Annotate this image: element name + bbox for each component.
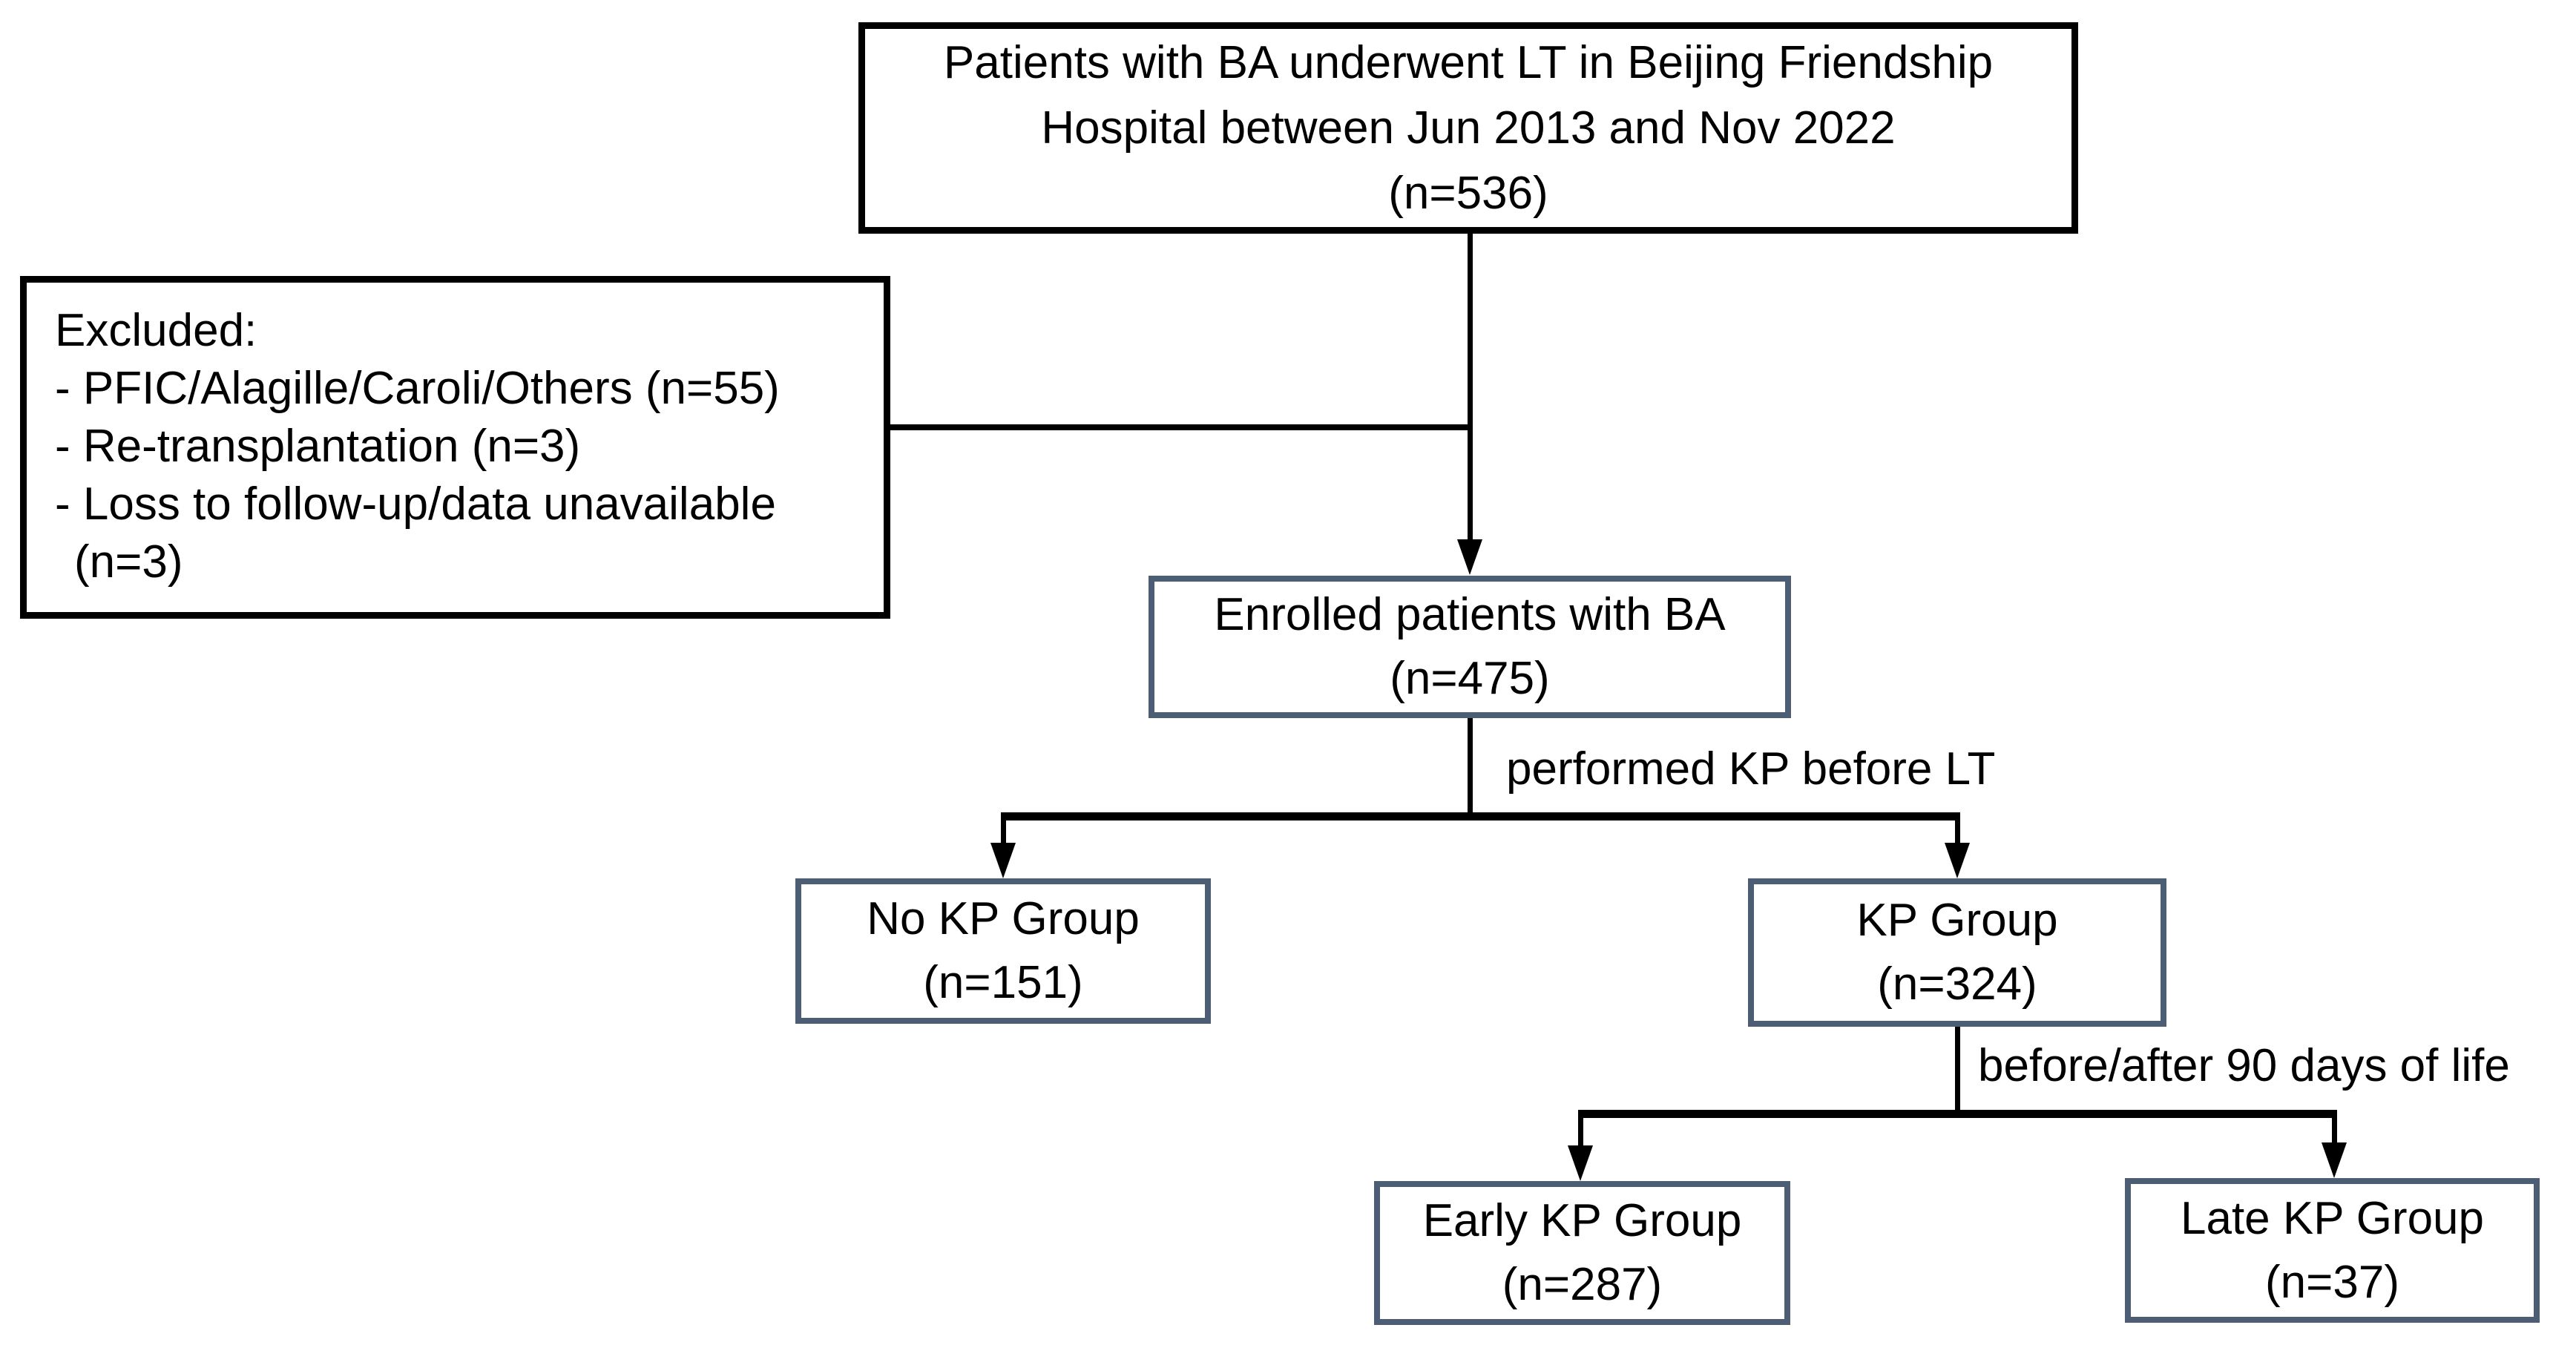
arrowhead-to-no-kp-icon [990, 843, 1016, 878]
node-count: (n=324) [1877, 958, 2037, 1010]
node-text-line: Patients with BA underwent LT in Beijing… [943, 36, 1994, 88]
branch1-left-stub [1001, 821, 1006, 844]
node-text-line: Hospital between Jun 2013 and Nov 2022 [1041, 102, 1896, 154]
excluded-item-count: (n=3) [74, 536, 183, 588]
node-early-kp-group: Early KP Group (n=287) [1374, 1181, 1790, 1325]
node-late-kp-group: Late KP Group (n=37) [2125, 1178, 2540, 1323]
node-kp-group: KP Group (n=324) [1748, 878, 2166, 1027]
arrowhead-to-early-kp-icon [1568, 1145, 1593, 1181]
connector-top-to-enrolled [1468, 234, 1473, 539]
excluded-item: - Loss to follow-up/data unavailable [55, 479, 776, 530]
excluded-heading: Excluded: [55, 305, 257, 356]
node-text-line: KP Group [1856, 895, 2058, 946]
excluded-item: - Re-transplantation (n=3) [55, 421, 581, 472]
arrowhead-to-enrolled-icon [1457, 539, 1482, 575]
node-text-line: No KP Group [867, 893, 1140, 944]
node-no-kp-group: No KP Group (n=151) [795, 878, 1211, 1024]
node-patients-underwent-lt: Patients with BA underwent LT in Beijing… [858, 22, 2078, 234]
node-text-line: Late KP Group [2180, 1192, 2485, 1244]
node-excluded: Excluded: - PFIC/Alagille/Caroli/Others … [20, 276, 890, 619]
branch2-left-stub [1578, 1118, 1583, 1148]
node-enrolled: Enrolled patients with BA (n=475) [1149, 576, 1791, 718]
node-count: (n=37) [2265, 1256, 2399, 1308]
branch1-horizontal-line [1001, 812, 1960, 821]
branch1-right-stub [1955, 821, 1960, 844]
edge-label-90-days: before/after 90 days of life [1978, 1040, 2510, 1091]
branch2-horizontal-line [1578, 1110, 2337, 1118]
edge-label-performed-kp: performed KP before LT [1506, 743, 1996, 795]
node-count: (n=287) [1502, 1259, 1663, 1310]
node-count: (n=151) [923, 957, 1083, 1008]
connector-kp-to-branch2 [1955, 1027, 1960, 1118]
node-count: (n=475) [1390, 653, 1550, 704]
arrowhead-to-late-kp-icon [2322, 1142, 2347, 1178]
branch2-right-stub [2332, 1118, 2337, 1145]
connector-excluded [890, 424, 1470, 430]
arrowhead-to-kp-icon [1945, 843, 1970, 878]
excluded-item: - PFIC/Alagille/Caroli/Others (n=55) [55, 363, 780, 414]
connector-enrolled-to-branch1 [1468, 718, 1473, 821]
node-count: (n=536) [1388, 167, 1548, 219]
node-text-line: Enrolled patients with BA [1214, 589, 1726, 640]
node-text-line: Early KP Group [1422, 1195, 1742, 1246]
